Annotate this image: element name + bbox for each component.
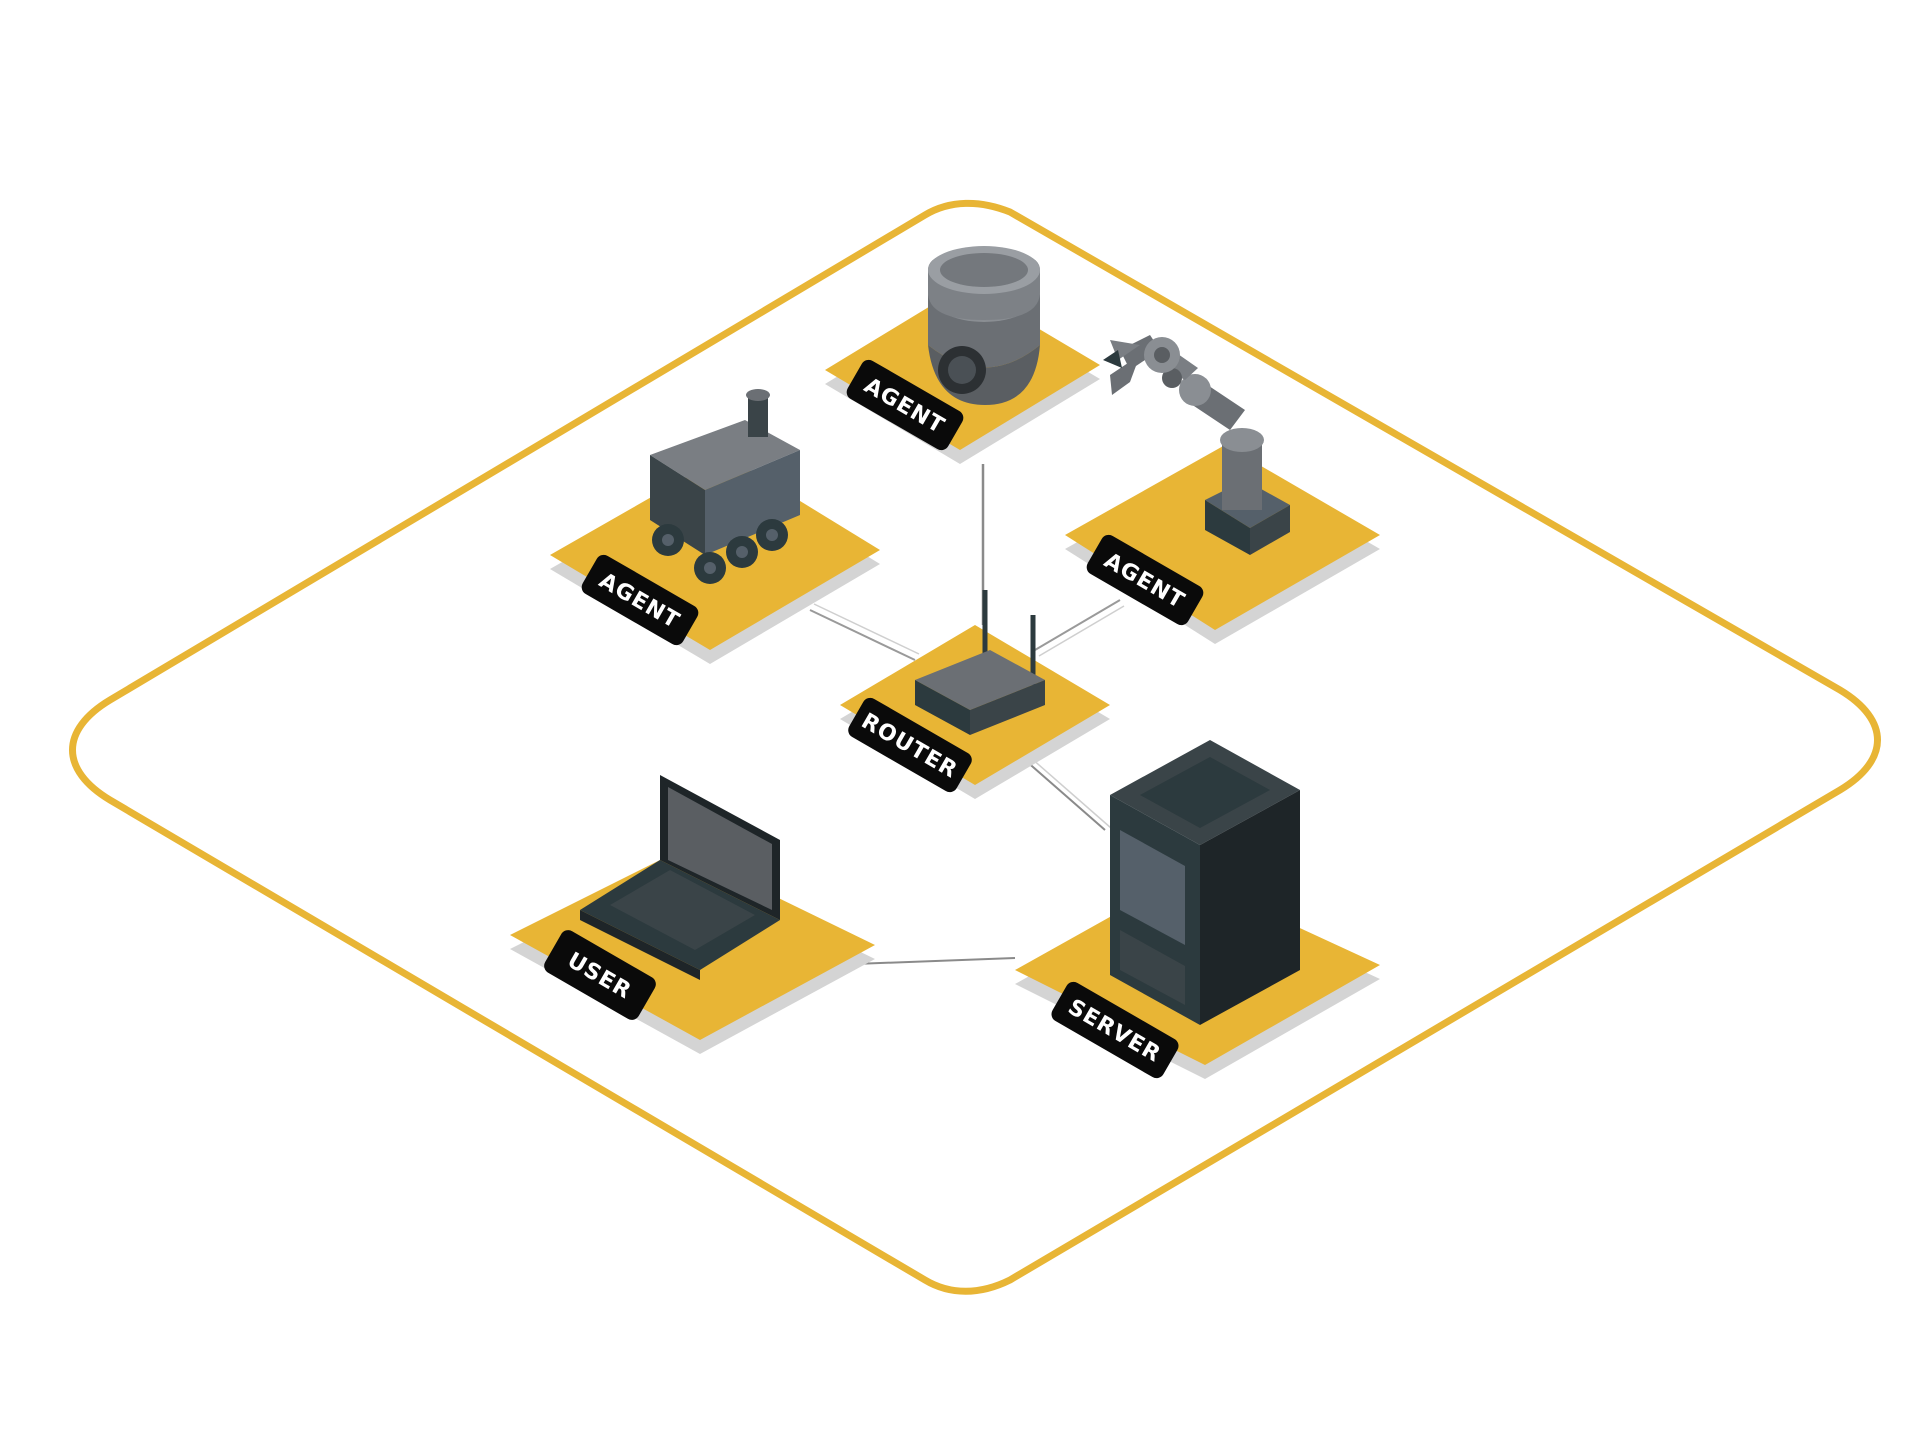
node-arm-agent[interactable]: AGENT — [1065, 335, 1380, 644]
ptz-camera-icon — [928, 246, 1040, 405]
link-router-server — [1024, 759, 1106, 831]
robot-arm-icon — [1103, 335, 1290, 555]
node-camera-agent[interactable]: AGENT — [825, 246, 1100, 464]
link-router-arm — [1034, 599, 1121, 651]
laptop-icon — [580, 775, 780, 980]
link-router-arm-2 — [1038, 605, 1125, 657]
link-router-robot — [809, 609, 916, 661]
node-user[interactable]: USER — [510, 775, 875, 1054]
node-robot-agent[interactable]: AGENT — [550, 389, 880, 664]
wifi-router-icon — [915, 590, 1045, 735]
link-router-server-2 — [1030, 757, 1112, 829]
link-router-robot-2 — [813, 603, 920, 655]
node-router[interactable]: ROUTER — [840, 590, 1110, 799]
delivery-robot-icon — [650, 389, 800, 584]
server-rack-icon — [1110, 740, 1300, 1025]
